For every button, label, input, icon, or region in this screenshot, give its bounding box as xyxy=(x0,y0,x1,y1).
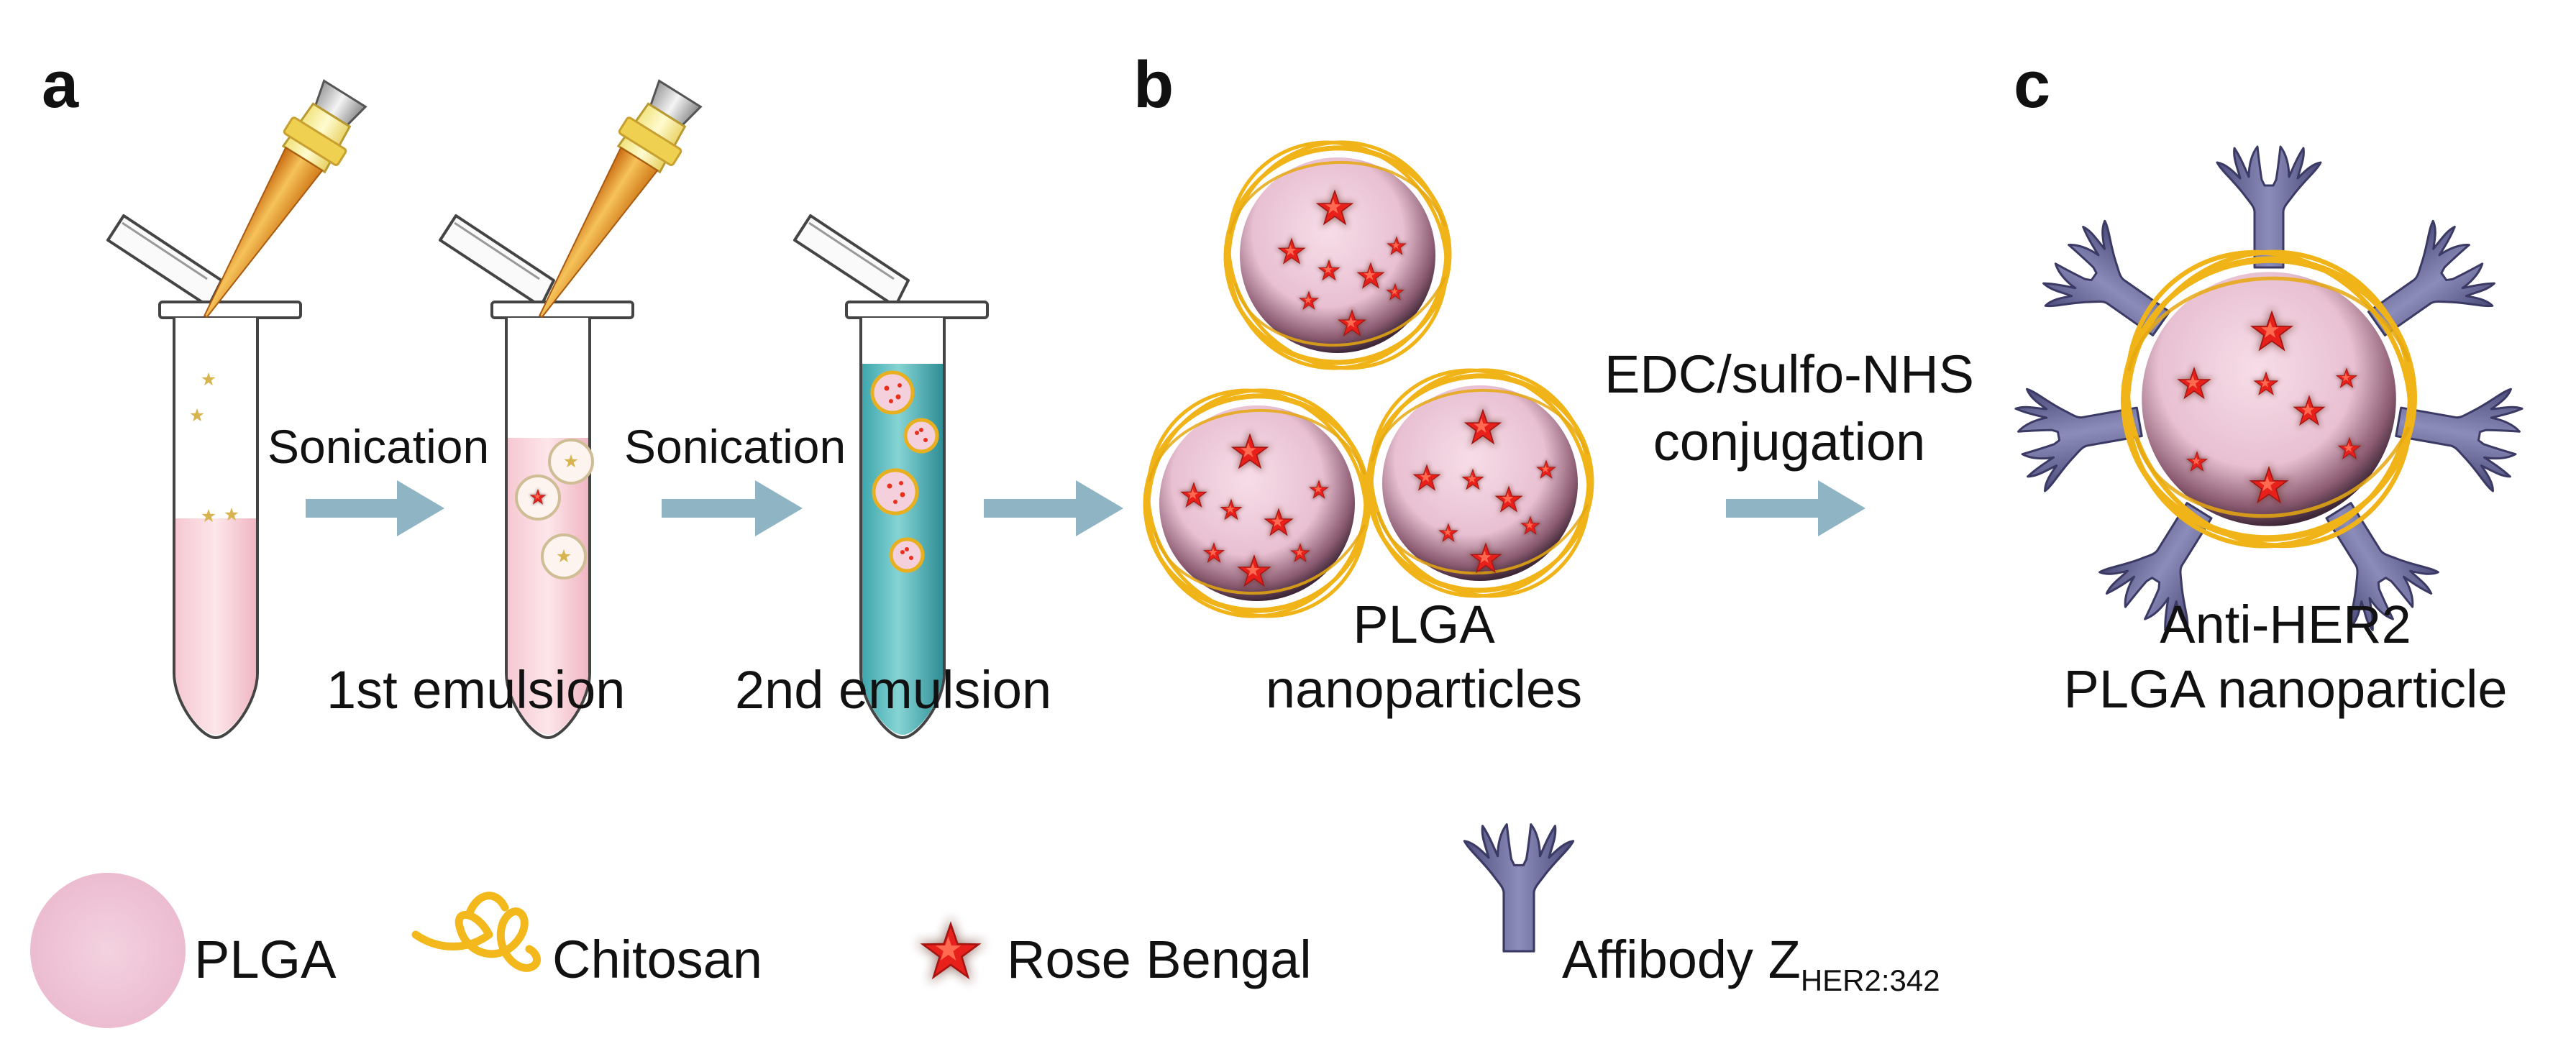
panel-label-b: b xyxy=(1133,48,1174,122)
legend-rose-bengal-label: Rose Bengal xyxy=(1007,930,1312,989)
legend-plga-label: PLGA xyxy=(194,930,337,989)
step-sonication-2: Sonication xyxy=(624,420,846,473)
tube-3 xyxy=(793,214,989,739)
nanoparticle-1 xyxy=(1184,100,1490,411)
tube-1 xyxy=(106,214,302,739)
arrows xyxy=(306,480,1865,536)
legend-affibody-subscript: HER2:342 xyxy=(1800,963,1940,997)
legend-affibody-icon xyxy=(1463,823,1575,953)
legend-plga-icon xyxy=(30,873,186,1028)
legend-affibody-label: Affibody ZHER2:342 xyxy=(1562,930,1940,997)
step-1st-emulsion: 1st emulsion xyxy=(326,660,626,720)
legend-rose-bengal-icon xyxy=(916,917,986,983)
anti-her2-nanoparticle xyxy=(2010,145,2528,642)
nanoparticle-3 xyxy=(1327,328,1632,639)
panel-label-c: c xyxy=(2014,48,2051,122)
legend-chitosan-label: Chitosan xyxy=(552,930,763,989)
tube-2 xyxy=(439,214,634,739)
step-2nd-emulsion: 2nd emulsion xyxy=(735,660,1052,720)
legend-chitosan-icon xyxy=(411,892,541,972)
step-sonication-1: Sonication xyxy=(268,420,490,473)
panel-label-a: a xyxy=(42,48,79,122)
